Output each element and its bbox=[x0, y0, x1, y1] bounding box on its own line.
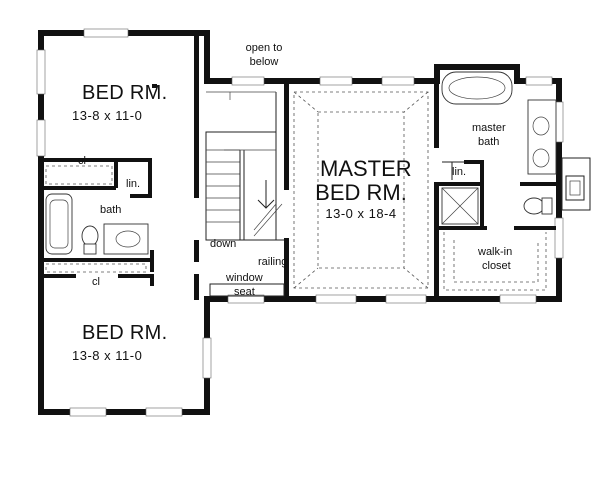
window-seat-label-line1: window bbox=[226, 272, 263, 284]
bath-label: bath bbox=[100, 204, 122, 216]
master-bath-label-line1: master bbox=[472, 122, 506, 134]
open-to-below-line1: open to bbox=[245, 42, 283, 54]
railing-label: railing bbox=[258, 256, 288, 268]
master-tray-ceiling bbox=[293, 91, 429, 289]
walk-in-closet-label-line2: closet bbox=[482, 260, 511, 272]
chimney bbox=[561, 157, 591, 211]
windows bbox=[36, 28, 564, 417]
bed-room-top-dims: 13-8 x 11-0 bbox=[72, 108, 143, 123]
closet-shelves bbox=[443, 232, 547, 291]
closet-bottom-label: cl bbox=[92, 276, 100, 288]
master-bed-room-name-line1: MASTER bbox=[320, 156, 412, 181]
linen-left-label: lin. bbox=[126, 178, 141, 190]
bed-room-top-name: BED RM. bbox=[82, 82, 168, 104]
open-to-below-line2: below bbox=[249, 56, 279, 68]
bed-room-bottom-dims: 13-8 x 11-0 bbox=[72, 348, 143, 363]
hall-bath-fixtures bbox=[45, 165, 149, 273]
master-bath-fixtures bbox=[441, 71, 557, 225]
linen-right-label: lin. bbox=[452, 166, 467, 178]
stair bbox=[205, 91, 284, 241]
master-bed-room-dims: 13-0 x 18-4 bbox=[325, 206, 397, 221]
master-bath-label-line2: bath bbox=[478, 136, 500, 148]
closet-top-label: cl bbox=[78, 155, 86, 167]
bed-room-bottom-name: BED RM. bbox=[82, 322, 168, 344]
interior-walls bbox=[44, 36, 556, 300]
window-seat-label-line2: seat bbox=[234, 286, 255, 298]
walk-in-closet-label-line1: walk-in bbox=[478, 246, 513, 258]
master-bed-room-name-line2: BED RM. bbox=[315, 180, 407, 205]
down-label: down bbox=[210, 238, 237, 250]
window-seat bbox=[209, 283, 285, 297]
